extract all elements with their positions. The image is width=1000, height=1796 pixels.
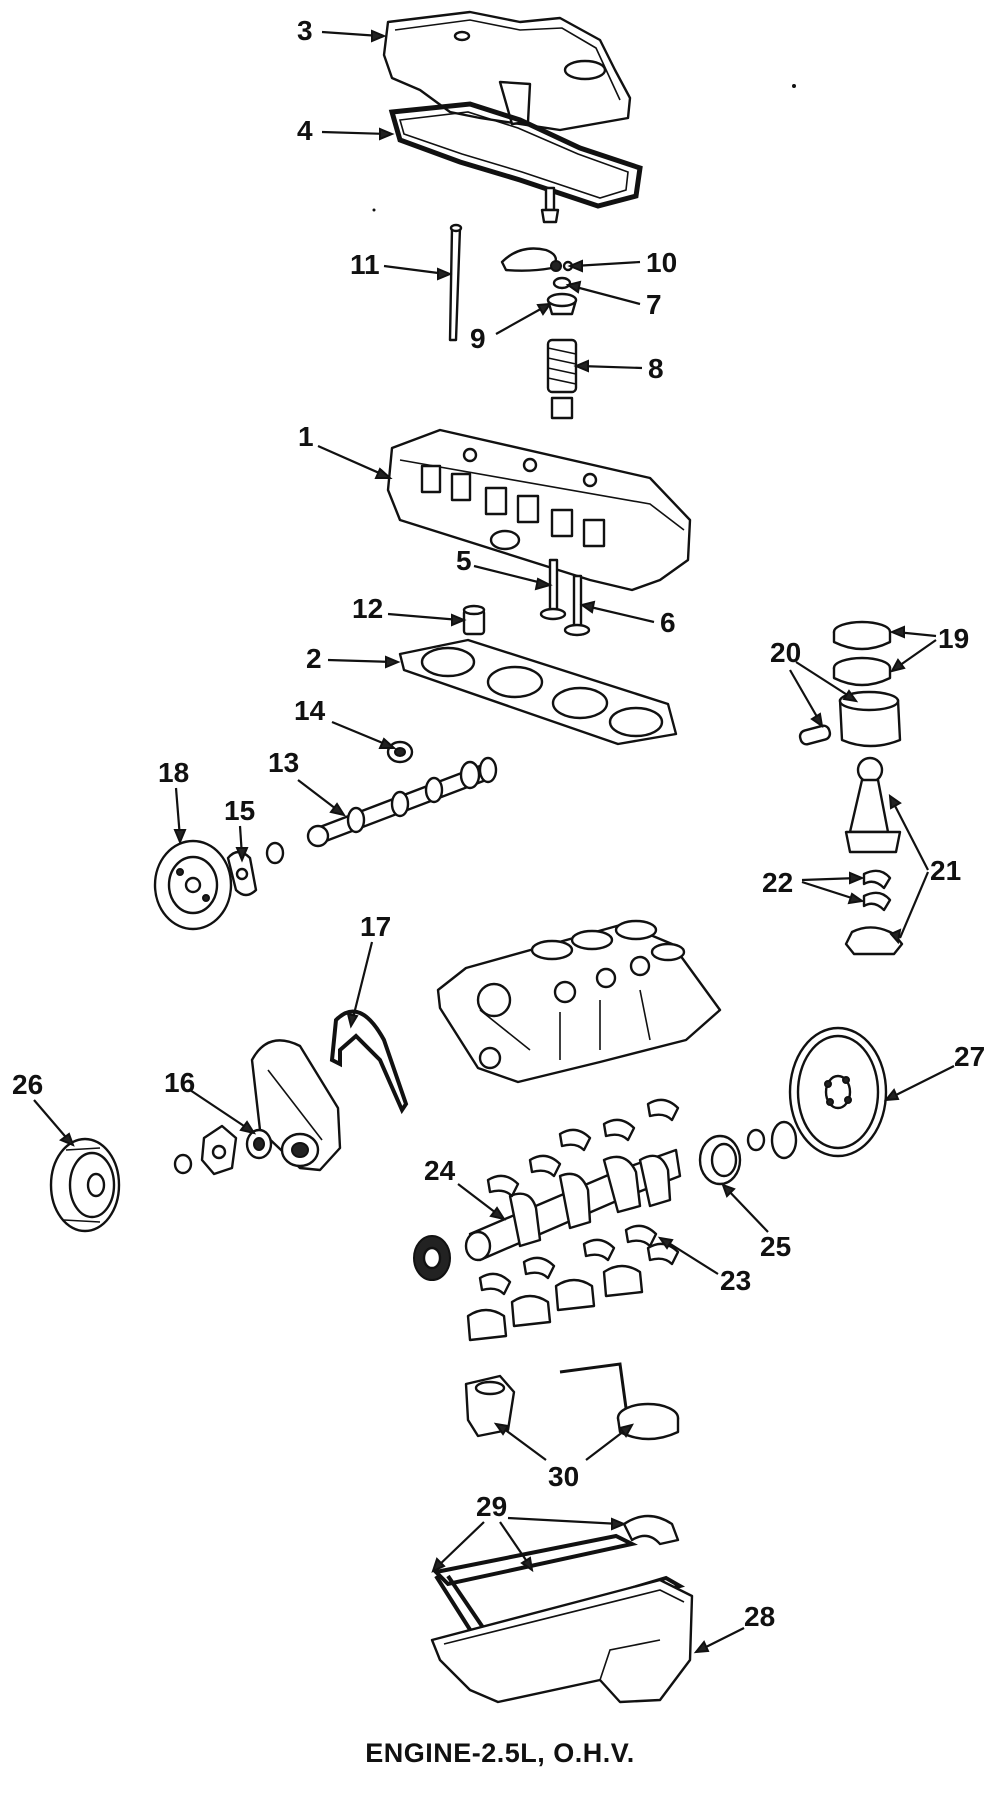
diagram-caption: ENGINE-2.5L, O.H.V. (365, 1738, 635, 1768)
callout-8: 8 (648, 353, 664, 384)
engine-block (436, 919, 722, 1084)
spring-seat (550, 396, 574, 420)
callout-10: 10 (646, 247, 677, 278)
connecting-rod (844, 756, 902, 854)
callout-22: 22 (762, 867, 793, 898)
timing-cover-gasket (329, 1009, 409, 1115)
rod-bearing-lower (862, 891, 892, 912)
callout-12: 12 (352, 593, 383, 624)
flywheel (788, 1026, 888, 1158)
callout-14: 14 (294, 695, 326, 726)
valve-cover (382, 10, 632, 132)
callout-28: 28 (744, 1601, 775, 1632)
callout-3: 3 (297, 15, 313, 46)
piston-rings (832, 620, 892, 687)
rocker-stud (540, 186, 560, 224)
hydraulic-lifter (462, 604, 486, 636)
pushrod (448, 223, 463, 342)
timing-cover (250, 1039, 342, 1172)
callout-1: 1 (298, 421, 314, 452)
callout-18: 18 (158, 757, 189, 788)
callout-13: 13 (268, 747, 299, 778)
crank-key (173, 1153, 193, 1175)
camshaft (306, 756, 498, 848)
cam-gear (153, 839, 233, 931)
callout-2: 2 (306, 643, 322, 674)
callout-6: 6 (660, 607, 676, 638)
main-bearing-upper-set (486, 1098, 680, 1198)
main-bearing-lower-set (478, 1224, 680, 1296)
callout-19: 19 (938, 623, 969, 654)
callout-11: 11 (350, 249, 380, 280)
callout-15: 15 (224, 795, 255, 826)
harmonic-balancer-pulley (49, 1137, 121, 1233)
callout-21: 21 (930, 855, 961, 886)
callout-29: 29 (476, 1491, 507, 1522)
callout-25: 25 (760, 1231, 791, 1262)
main-bearing-caps (466, 1264, 644, 1342)
callout-20: 20 (770, 637, 801, 668)
rear-main-seal (698, 1134, 742, 1186)
callout-4: 4 (297, 115, 313, 146)
rocker-arm (500, 247, 558, 272)
callout-26: 26 (12, 1069, 43, 1100)
exhaust-valve (563, 574, 591, 637)
cylinder-head (386, 428, 692, 592)
piston-pin (798, 724, 832, 746)
callout-9: 9 (470, 323, 486, 354)
rod-cap (844, 926, 904, 956)
crankshaft (464, 1148, 682, 1262)
callout-numbers: 3 4 11 10 7 9 8 1 5 6 12 2 14 13 15 18 1… (12, 15, 985, 1632)
oil-pump (464, 1374, 516, 1438)
valve-keepers (550, 260, 574, 272)
callout-17: 17 (360, 911, 391, 942)
callout-7: 7 (646, 289, 662, 320)
callout-16: 16 (164, 1067, 195, 1098)
callout-5: 5 (456, 545, 472, 576)
oil-pan (430, 1578, 694, 1704)
valve-seal (552, 276, 572, 290)
valve-spring (546, 338, 578, 394)
rod-bearing-upper (862, 869, 892, 890)
flywheel-spacer (746, 1120, 798, 1160)
cam-thrust-washer (265, 841, 285, 865)
callout-30: 30 (548, 1461, 579, 1492)
stray-marks (372, 84, 796, 212)
crank-gear (413, 1235, 451, 1281)
callout-24: 24 (424, 1155, 456, 1186)
crank-sprocket (200, 1124, 238, 1176)
leader-lines (33, 29, 955, 1654)
callout-23: 23 (720, 1265, 751, 1296)
valve-retainer (546, 292, 578, 316)
cam-thrust-plate (226, 850, 258, 897)
oil-pan-rear-seal (622, 1514, 680, 1546)
timing-cover-seal (245, 1128, 273, 1160)
valve-cover-gasket (388, 101, 643, 209)
head-gasket (398, 638, 678, 746)
callout-27: 27 (954, 1041, 985, 1072)
piston (838, 690, 902, 748)
